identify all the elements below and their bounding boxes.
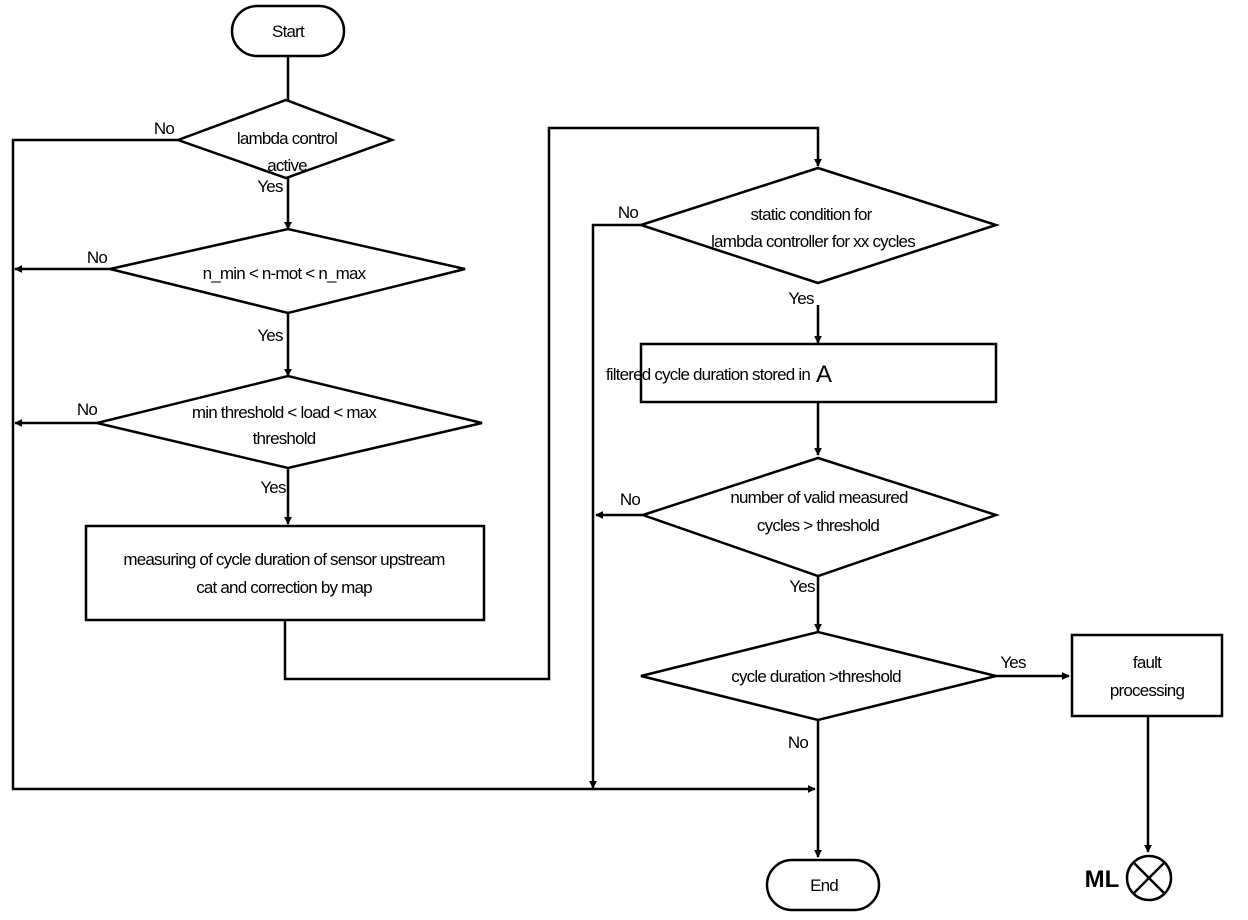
svg-text:threshold: threshold [253,429,316,448]
decision-static-condition: static condition for lambda controller f… [636,166,1001,285]
process-measure-cycle-duration: measuring of cycle duration of sensor up… [84,524,486,622]
decision-lambda-control-active: lambda control active [174,98,396,180]
svg-text:fault: fault [1133,653,1162,672]
svg-text:active: active [267,156,307,175]
label-yes: Yes [257,177,283,196]
branch-labels: No Yes No Yes No Yes No Yes No Yes Yes N… [77,119,1027,752]
label-yes: Yes [257,326,283,345]
svg-text:cycle duration >threshold: cycle duration >threshold [731,667,901,686]
start-terminal: Start [230,4,346,58]
label-yes: Yes [260,478,286,497]
svg-text:processing: processing [1110,681,1185,700]
svg-text:measuring of cycle duration of: measuring of cycle duration of sensor up… [123,550,445,569]
svg-text:End: End [810,876,838,895]
ml-label: ML [1085,866,1120,893]
label-yes: Yes [789,577,815,596]
decision-engine-speed-range: n_min < n-mot < n_max [109,227,466,315]
svg-text:A: A [816,361,832,388]
decision-valid-measured-cycles: number of valid measured cycles > thresh… [639,456,1000,578]
svg-text:number of valid measured: number of valid measured [730,488,908,507]
svg-text:static condition for: static condition for [750,205,872,224]
process-fault-processing: fault processing [1070,633,1224,718]
svg-text:min threshold < load < max: min threshold < load < max [192,403,378,422]
label-no: No [620,490,640,509]
svg-text:lambda control: lambda control [237,129,337,148]
label-yes: Yes [788,289,814,308]
svg-text:lambda controller for xx cycle: lambda controller for xx cycles [711,232,915,251]
label-no: No [154,119,174,138]
label-yes: Yes [1000,653,1026,672]
ml-lamp-symbol: ML [1085,854,1173,902]
label-no: No [87,248,107,267]
decision-cycle-duration-threshold: cycle duration >threshold [640,630,997,722]
svg-text:filtered cycle duration stored: filtered cycle duration stored in [606,365,811,384]
label-no: No [618,203,638,222]
svg-text:n_min < n-mot < n_max: n_min < n-mot < n_max [203,264,367,283]
process-filtered-cycle-duration: filtered cycle duration stored in A [606,342,998,404]
label-no: No [77,400,97,419]
connectors [11,56,1152,858]
svg-text:Start: Start [272,22,305,41]
end-terminal: End [765,858,881,912]
label-no: No [788,733,808,752]
decision-load-threshold: min threshold < load < max threshold [96,374,483,470]
svg-text:cat and correction by map: cat and correction by map [196,578,372,597]
svg-text:cycles > threshold: cycles > threshold [757,516,879,535]
